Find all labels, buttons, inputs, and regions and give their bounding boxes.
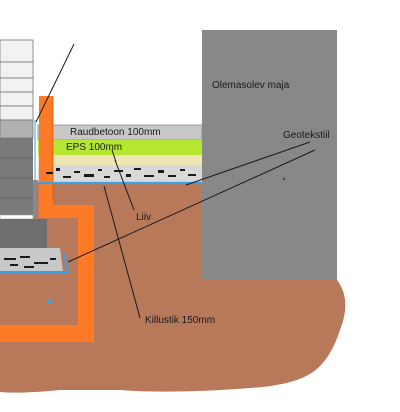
label-eps: EPS 100mm [66,142,123,153]
soil-speck [48,300,51,303]
label-geotextile: Geotekstiil [283,130,330,141]
leader-lines [35,43,316,319]
wall-block-joints [0,157,33,199]
label-concrete-slab: Raudbetoon 100mm [70,127,161,138]
label-existing-house: Olemasolev maja [212,80,290,91]
sand-layer [38,155,202,165]
old-building-courses [0,39,34,121]
label-crushed-stone: Killustik 150mm [145,315,216,326]
eps-layer [38,140,202,155]
vertical-insulation [0,96,94,342]
existing-slab-left [0,119,34,139]
existing-house-wall [202,30,337,280]
gravel-specks [4,168,196,268]
label-sand: Liiv [136,212,152,223]
geotextile-footing [0,253,70,273]
white-edge-strip [0,214,34,220]
existing-footing [0,219,47,248]
